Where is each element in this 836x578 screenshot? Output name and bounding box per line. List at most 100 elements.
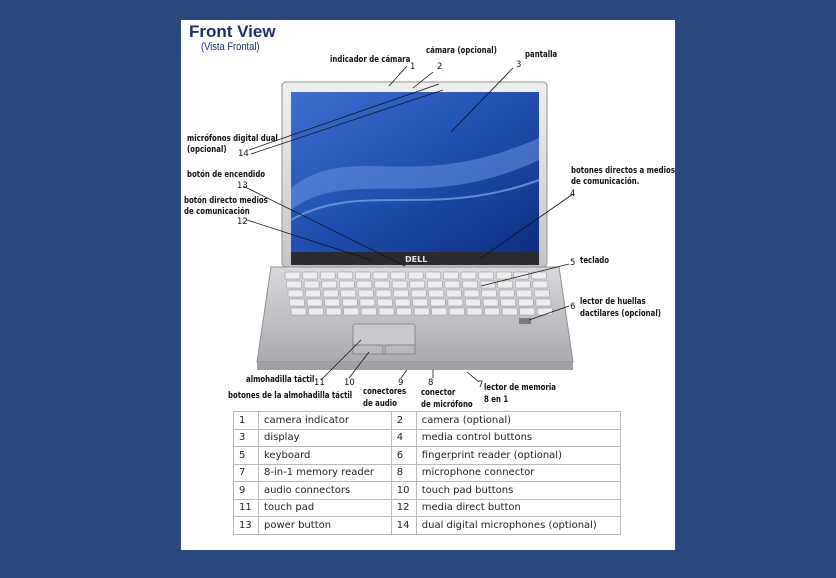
keyboard-key [306,298,323,307]
keyboard-key [466,307,483,316]
keyboard-key [374,280,390,289]
label-media-direct-1: botón directo medios [184,196,268,206]
legend-description: power button [258,516,392,535]
keyboard-key [431,307,448,316]
num-audio-connectors: 9 [398,378,404,388]
keyboard-key [501,307,518,316]
keyboard-key [428,289,445,298]
label-media-control-2: de comunicación. [571,177,640,187]
keyboard-key [375,289,392,298]
keyboard-key [535,298,552,307]
keyboard-key [290,307,307,316]
legend-description: media control buttons [415,428,622,447]
keyboard-key [284,271,301,280]
num-camera: 2 [437,62,443,72]
dell-logo: DELL [405,255,427,264]
label-fingerprint-2: dactilares (opcional) [580,309,661,319]
keyboard-key [391,280,408,289]
keyboard-key [305,289,321,298]
legend-number: 2 [390,411,417,430]
keyboard-key [443,271,459,280]
num-camera-indicator: 1 [410,62,416,72]
keyboard-key [531,271,547,280]
keyboard-key [449,307,465,316]
num-keyboard: 5 [570,258,576,268]
laptop-illustration: DELL [242,65,574,383]
legend-number: 8 [390,463,417,482]
keyboard-key [462,280,478,289]
keyboard-key [409,280,425,289]
keyboard-key [361,307,377,316]
num-media-direct: 12 [237,217,248,227]
legend-number: 5 [233,446,259,465]
label-fingerprint-1: lector de huellas [580,297,646,307]
label-keyboard: teclado [580,256,610,266]
label-touch-pad-buttons: botones de la almohadilla táctil [228,391,353,401]
keyboard-key [519,307,536,316]
label-power-button: botón de encendido [187,170,266,180]
legend-number: 12 [390,498,417,517]
keyboard-key [497,280,513,289]
keyboard-key [500,298,516,307]
keyboard-key [302,271,318,280]
keyboard-key [396,307,412,316]
keyboard-key [447,298,464,307]
keyboard-key [308,307,324,316]
keyboard-key [515,280,531,289]
legend-number: 3 [233,428,259,447]
keyboard-key [413,307,430,316]
keyboard-key [534,289,550,298]
keyboard-key [359,298,376,307]
keyboard-key [342,298,358,307]
keyboard-key [513,271,530,280]
legend-description: fingerprint reader (optional) [415,446,622,465]
legend-description: camera indicator [258,411,392,430]
keyboard-key [478,271,494,280]
keyboard-key [427,280,443,289]
keyboard-key [324,298,340,307]
screen-wave [291,138,539,210]
legend-description: media direct button [415,498,622,517]
keyboard-key [425,271,442,280]
front-edge [257,362,573,370]
keyboard-key [356,280,373,289]
num-touch-pad: 11 [314,378,325,388]
legend-number: 11 [233,498,259,517]
keyboard-key [390,271,406,280]
legend-description: display [258,428,392,447]
keyboard-key [518,298,534,307]
keyboard-key [532,280,549,289]
keyboard-key [446,289,462,298]
legend-description: keyboard [258,446,392,465]
num-dual-microphones: 14 [238,149,249,159]
fingerprint-reader [519,318,531,324]
num-media-control: 4 [570,189,576,199]
label-touch-pad: almohadilla táctil [246,375,315,385]
legend-number: 9 [233,481,259,500]
label-camera: cámara (opcional) [426,46,497,56]
label-memory-reader-2: 8 en 1 [484,395,509,405]
legend-number: 7 [233,463,259,482]
keyboard-key [407,271,424,280]
keyboard-key [378,307,395,316]
keyboard-key [377,298,393,307]
keyboard-key [516,289,533,298]
keyboard-key [393,289,409,298]
num-power-button: 13 [237,181,248,191]
keyboard-key [325,307,342,316]
num-touch-pad-buttons: 10 [344,378,355,388]
label-memory-reader-1: lector de memoria [484,383,556,393]
legend-description: 8-in-1 memory reader [258,463,392,482]
label-audio-connectors-1: conectores [363,387,407,397]
keyboard-key [337,271,354,280]
keyboard-key [303,280,320,289]
keyboard-key [321,280,337,289]
keyboard-key [394,298,411,307]
diagram-sheet: Front View (Vista Frontal) DELL [181,20,675,550]
keyboard-key [410,289,427,298]
